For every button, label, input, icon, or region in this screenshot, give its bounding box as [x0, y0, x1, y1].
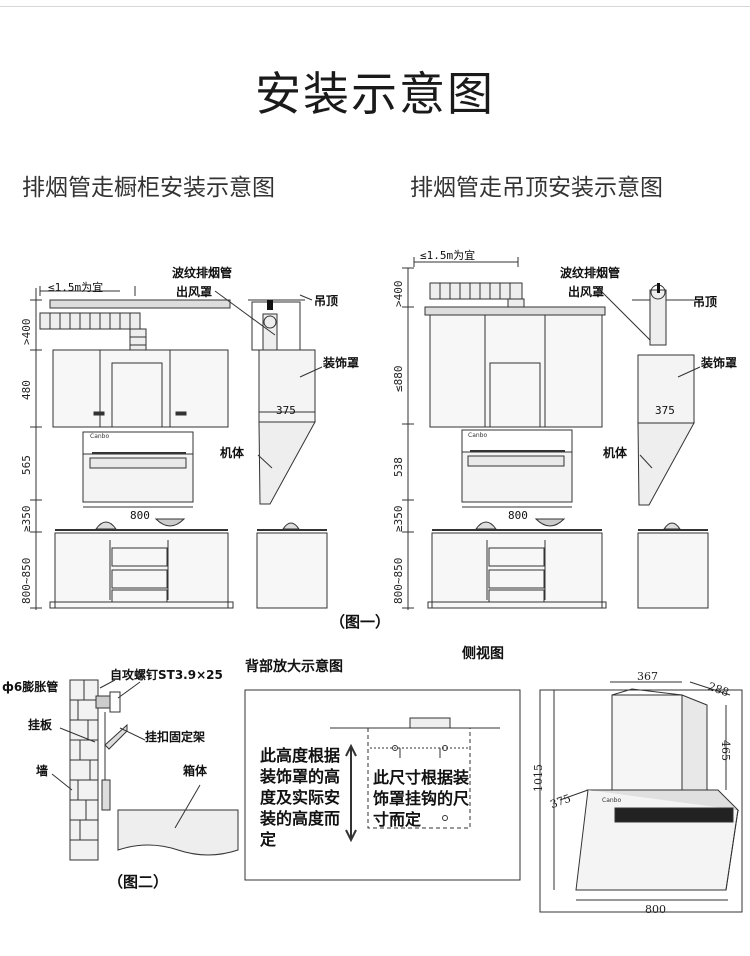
- right-body-label: 机体: [603, 446, 628, 460]
- left-subtitle: 排烟管走橱柜安装示意图: [22, 175, 275, 201]
- box-label: 箱体: [183, 764, 208, 778]
- top-divider: [0, 6, 750, 7]
- side-brand: Canbo: [602, 797, 622, 804]
- side-dim-367: 367: [637, 670, 658, 683]
- left-v-dim-4: ≥350: [20, 505, 33, 533]
- screw-label: 自攻螺钉ST3.9×25: [110, 668, 223, 682]
- right-cover-label: 装饰罩: [701, 356, 738, 370]
- right-v-dim-1: >400: [392, 280, 405, 308]
- left-brand: Canbo: [90, 433, 110, 440]
- side-dim-800: 800: [645, 903, 666, 916]
- right-depth-dim: 375: [655, 404, 675, 417]
- side-view-drawing: [539, 681, 743, 913]
- right-outlet-mark: [657, 283, 660, 293]
- fig2-caption: （图二）: [108, 873, 169, 891]
- left-v-dim-1: >400: [20, 318, 33, 346]
- right-v-dim-4: ≥350: [392, 505, 405, 533]
- right-figure: [402, 257, 709, 610]
- right-top-dim: ≤1.5m为宜: [420, 249, 476, 262]
- back-title: 背部放大示意图: [245, 659, 343, 675]
- left-body-label: 机体: [220, 446, 245, 460]
- side-dim-465: 465: [719, 740, 732, 761]
- right-pipe-label: 波纹排烟管: [560, 266, 621, 280]
- plate-label: 挂板: [28, 718, 53, 732]
- left-width-dim: 800: [130, 509, 150, 522]
- fig1-caption: （图一）: [330, 613, 391, 631]
- back-enlarged-drawing: [244, 689, 521, 881]
- wall-label: 墙: [36, 764, 49, 778]
- left-figure: [30, 286, 328, 610]
- back-right-text: 此尺寸根据装饰罩挂钩的尺寸而定: [373, 768, 470, 829]
- right-brand: Canbo: [468, 432, 488, 439]
- right-v-dim-5: 800~850: [392, 557, 405, 604]
- bolt-label: ф6膨胀管: [2, 680, 59, 694]
- left-pipe-label: 波纹排烟管: [172, 266, 233, 280]
- right-v-dim-3: 538: [392, 457, 405, 477]
- left-outlet-label: 出风罩: [176, 285, 213, 299]
- left-v-dim-5: 800~850: [20, 557, 33, 604]
- side-title: 侧视图: [462, 646, 504, 662]
- right-ceiling-label: 吊顶: [693, 295, 718, 309]
- fig2-drawing: [51, 679, 239, 861]
- left-v-dim-3: 565: [20, 455, 33, 475]
- bracket-label: 挂扣固定架: [145, 730, 206, 744]
- page-title: 安装示意图: [255, 67, 495, 121]
- left-ceiling-label: 吊顶: [314, 294, 339, 308]
- right-outlet-label: 出风罩: [568, 285, 605, 299]
- left-top-dim: ≤1.5m为宜: [48, 281, 104, 294]
- left-depth-dim: 375: [276, 404, 296, 417]
- left-outlet-mark: [267, 300, 273, 310]
- right-width-dim: 800: [508, 509, 528, 522]
- left-cover-label: 装饰罩: [323, 356, 360, 370]
- left-v-dim-2: 480: [20, 380, 33, 400]
- back-left-text: 此高度根据装饰罩的高度及实际安装的高度而定: [260, 746, 341, 849]
- right-v-dim-2: ≤880: [392, 365, 405, 393]
- right-subtitle: 排烟管走吊顶安装示意图: [410, 175, 663, 201]
- side-dim-1015: 1015: [532, 764, 545, 792]
